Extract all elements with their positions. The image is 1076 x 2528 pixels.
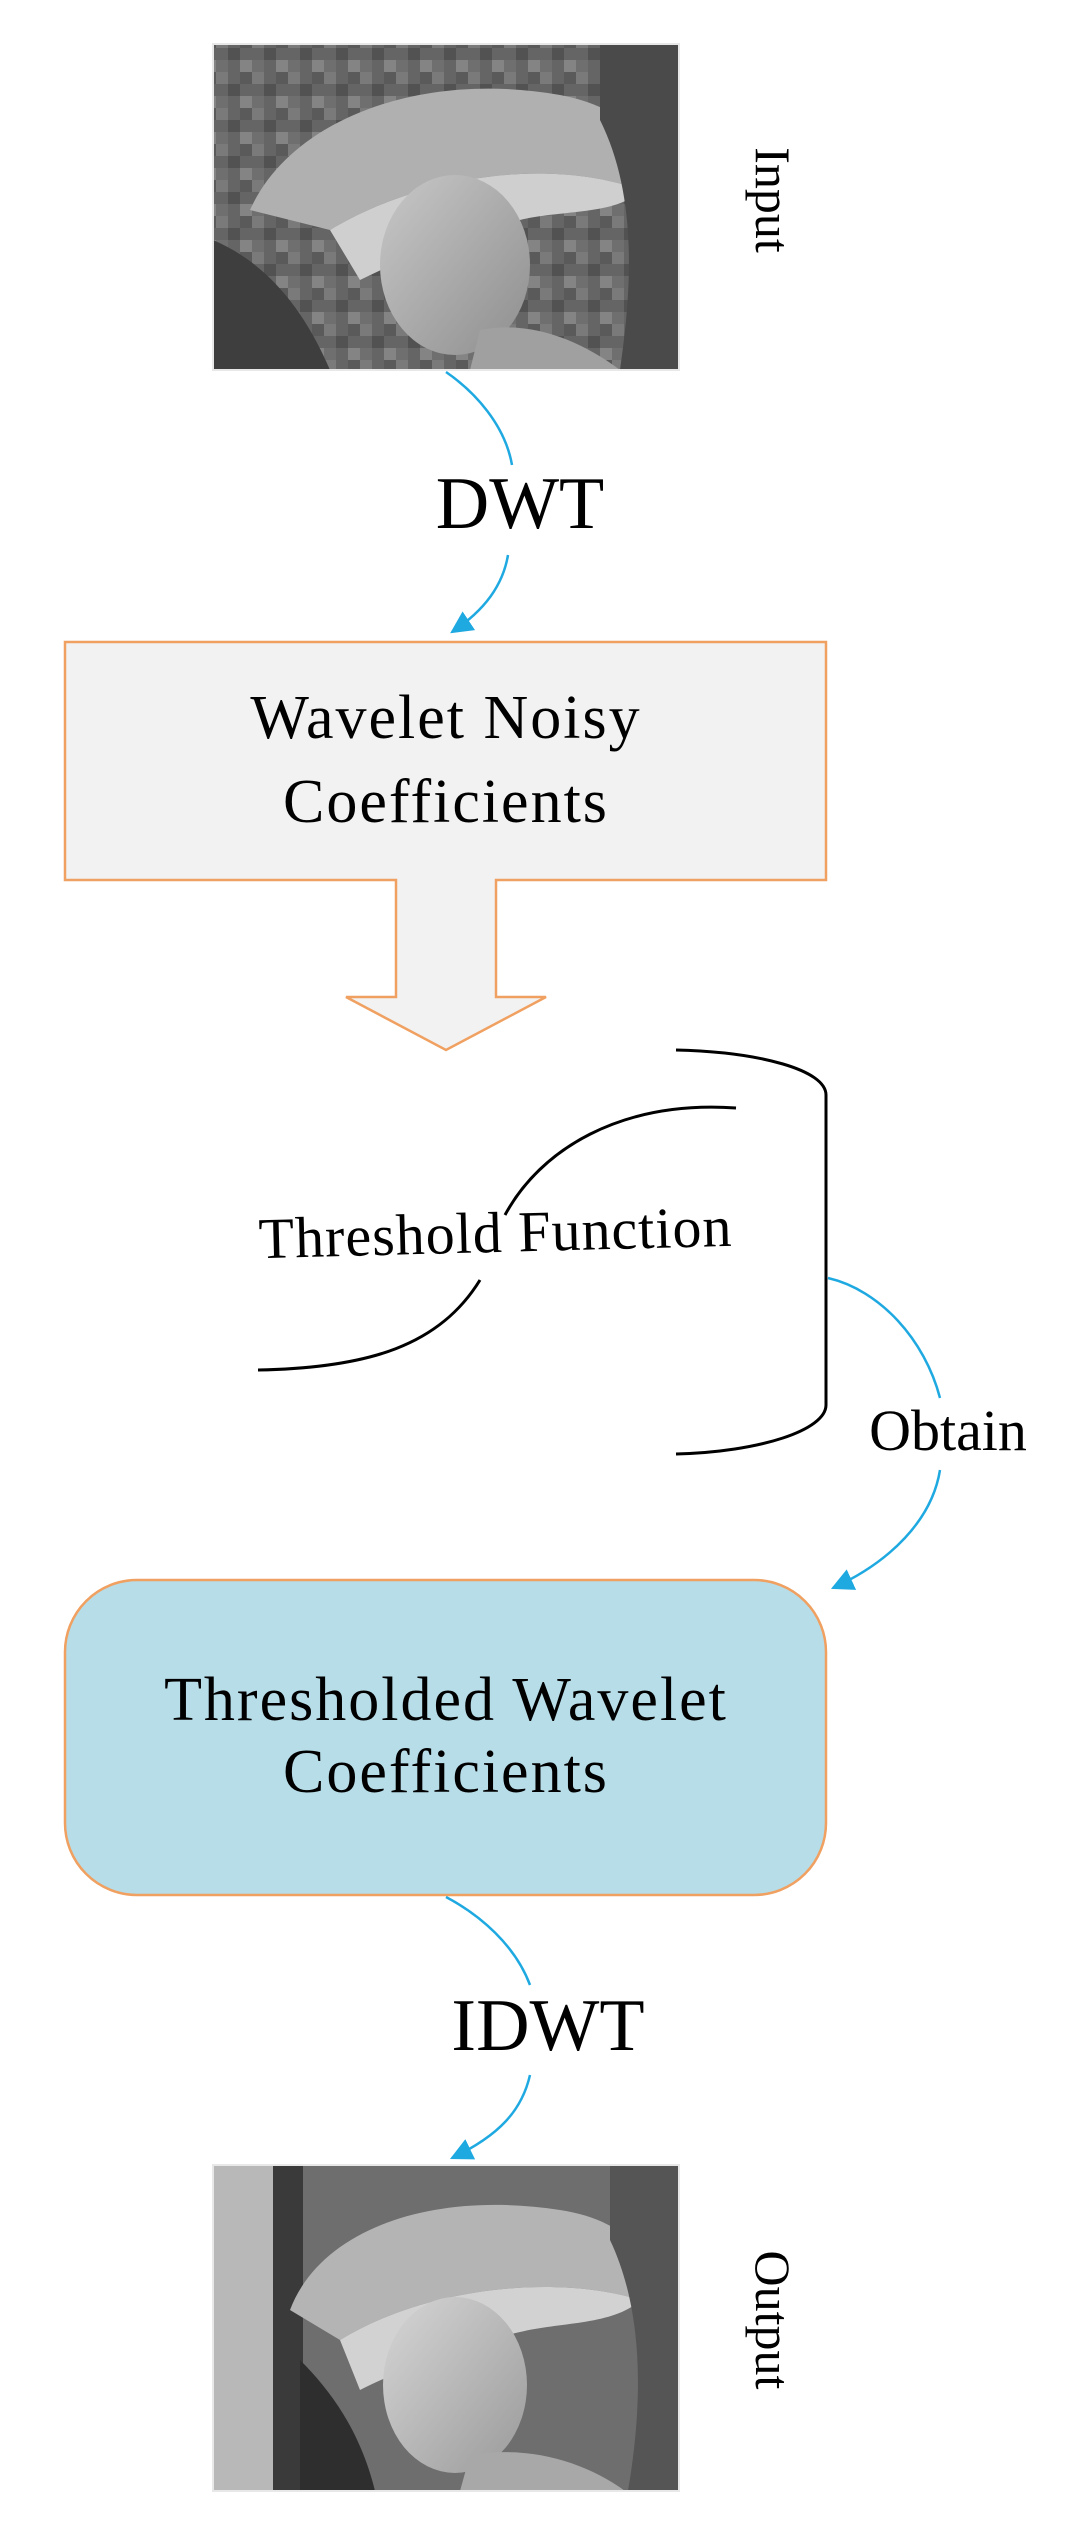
hat-shape [250, 88, 650, 230]
dwt-label: DWT [436, 463, 605, 545]
threshold-function-label: Threshold Function [258, 1194, 733, 1271]
input-label: Input [745, 147, 801, 253]
hair-shape [213, 240, 330, 370]
idwt-arrow-lower [449, 2074, 532, 2160]
face-shape [383, 2297, 527, 2473]
noisy-box-line1: Wavelet Noisy [250, 684, 641, 752]
dwt-arrow-upper [445, 370, 514, 466]
idwt-arrow-upper [445, 1895, 532, 1986]
noisy-coefficients-box [63, 640, 828, 1052]
obtain-arrow-upper [827, 1276, 942, 1399]
background-shape [600, 44, 679, 370]
output-label: Output [745, 2251, 801, 2390]
shoulder-shape [460, 2452, 625, 2491]
idwt-label: IDWT [451, 1985, 644, 2067]
background-shape [610, 2165, 679, 2491]
hair-shape [300, 2360, 375, 2491]
face-shape [380, 175, 530, 355]
obtain-label: Obtain [869, 1398, 1027, 1463]
shoulder-shape [470, 327, 620, 370]
obtain-arrow-lower [830, 1469, 942, 1590]
threshold-s-curve [257, 1105, 737, 1372]
thresholded-box-line2: Coefficients [283, 1738, 609, 1806]
input-image [212, 43, 680, 371]
threshold-brace [675, 1048, 828, 1456]
thresholded-coefficients-box [63, 1578, 828, 1897]
hat-shape [290, 2204, 650, 2340]
noisy-box-line2: Coefficients [283, 768, 609, 836]
output-image [212, 2164, 680, 2492]
thresholded-box-line1: Thresholded Wavelet [164, 1666, 728, 1734]
dwt-arrow-lower [450, 554, 510, 634]
